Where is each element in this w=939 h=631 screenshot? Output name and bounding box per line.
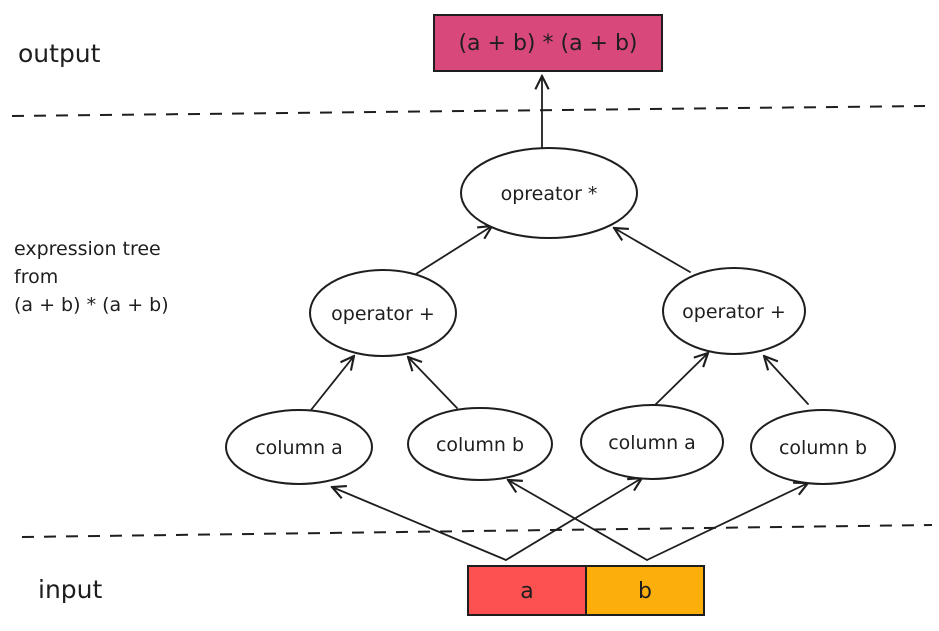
input-a-box <box>467 565 587 616</box>
output-box-text: (a + b) * (a + b) <box>458 31 637 56</box>
edge-input-a-to-col-a-left <box>332 487 507 561</box>
output-section-label: output <box>18 39 101 68</box>
column-b-right-node <box>750 409 896 485</box>
column-b-left-label: column b <box>436 434 524 456</box>
column-b-right-label: column b <box>779 437 867 459</box>
side-note-line-2: from <box>14 266 58 288</box>
column-a-right-label: column a <box>608 432 696 454</box>
edge-input-b-to-col-b-right <box>646 483 808 561</box>
output-box <box>433 14 663 72</box>
left-operator-label: operator + <box>331 303 435 325</box>
column-a-right-node <box>580 404 724 480</box>
root-operator-node <box>460 147 638 239</box>
column-a-left-label: column a <box>255 437 343 459</box>
output-separator-line <box>11 105 926 117</box>
right-operator-label: operator + <box>682 301 786 323</box>
input-b-text: b <box>638 579 652 604</box>
input-separator-line <box>21 524 933 538</box>
edge-input-b-to-col-b-left <box>508 480 648 561</box>
edge-left-op-to-root <box>415 226 492 275</box>
column-a-left-node <box>225 409 373 485</box>
column-b-left-node <box>407 407 553 481</box>
input-section-label: input <box>38 575 103 604</box>
root-operator-label: opreator * <box>501 183 598 205</box>
input-b-box <box>585 565 705 616</box>
edge-right-op-to-root <box>614 228 691 273</box>
right-operator-node <box>662 267 806 355</box>
edge-col-a-left-to-op <box>310 356 354 411</box>
edge-col-b-left-to-op <box>408 357 458 409</box>
side-note-line-3: (a + b) * (a + b) <box>14 294 169 316</box>
left-operator-node <box>309 269 457 357</box>
edge-col-b-right-to-op <box>764 356 809 405</box>
side-note-line-1: expression tree <box>14 238 161 260</box>
input-a-text: a <box>520 579 533 604</box>
edge-col-a-right-to-op <box>653 353 708 407</box>
